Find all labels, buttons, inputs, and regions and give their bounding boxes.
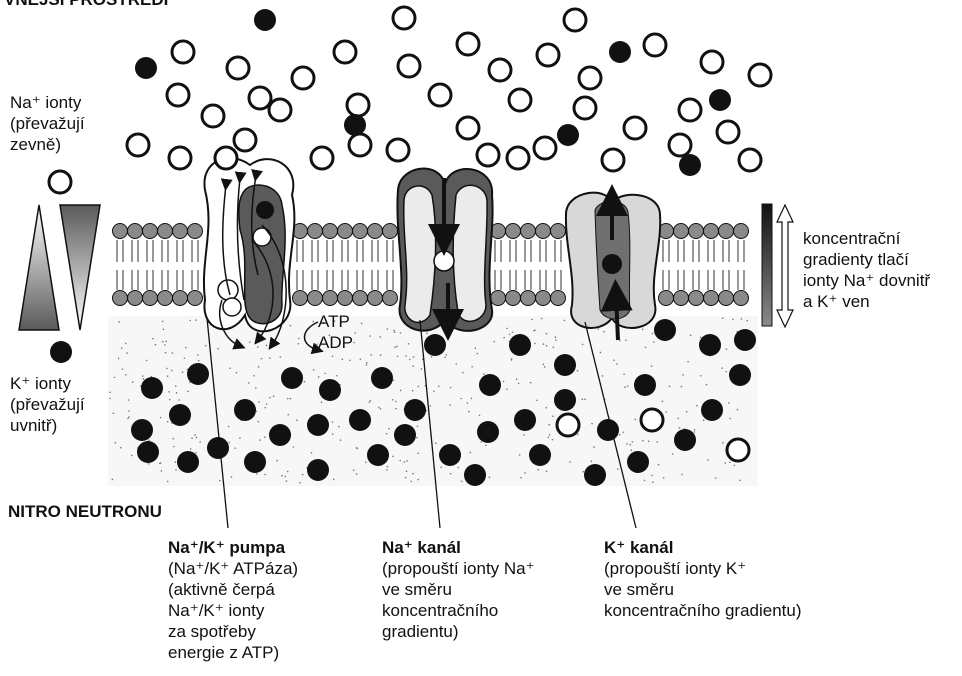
- k-gradient-triangle: [60, 205, 100, 330]
- na-ions-label: Na⁺ ionty (převažují zevně): [10, 92, 110, 155]
- adp-label: ADP: [318, 333, 353, 353]
- na-channel-title: Na⁺ kanál: [382, 538, 461, 558]
- gradient-bar: [762, 204, 772, 326]
- pump-description: (Na⁺/K⁺ ATPáza) (aktivně čerpá Na⁺/K⁺ io…: [168, 558, 318, 663]
- na-channel-description: (propouští ionty Na⁺ ve směru koncentrač…: [382, 558, 582, 642]
- k-ions-label: K⁺ ionty (převažují uvnitř): [10, 373, 110, 436]
- k-ion-legend: [50, 341, 72, 363]
- na-channel-protein: [397, 169, 492, 331]
- k-channel-title: K⁺ kanál: [604, 538, 673, 558]
- double-arrow-icon: [777, 205, 793, 327]
- gradient-label: koncentrační gradienty tlačí ionty Na⁺ d…: [803, 228, 961, 312]
- atp-label: ATP: [318, 312, 350, 332]
- k-channel-protein: [566, 193, 660, 340]
- inside-heading: NITRO NEUTRONU: [8, 502, 162, 522]
- outside-heading: VNĚJŠÍ PROSTŘEDÍ: [4, 0, 168, 10]
- na-ion-legend: [49, 171, 71, 193]
- pump-title: Na⁺/K⁺ pumpa: [168, 538, 285, 558]
- na-gradient-triangle: [19, 205, 59, 330]
- na-k-pump-protein: [204, 158, 294, 346]
- k-channel-description: (propouští ionty K⁺ ve směru koncentračn…: [604, 558, 864, 621]
